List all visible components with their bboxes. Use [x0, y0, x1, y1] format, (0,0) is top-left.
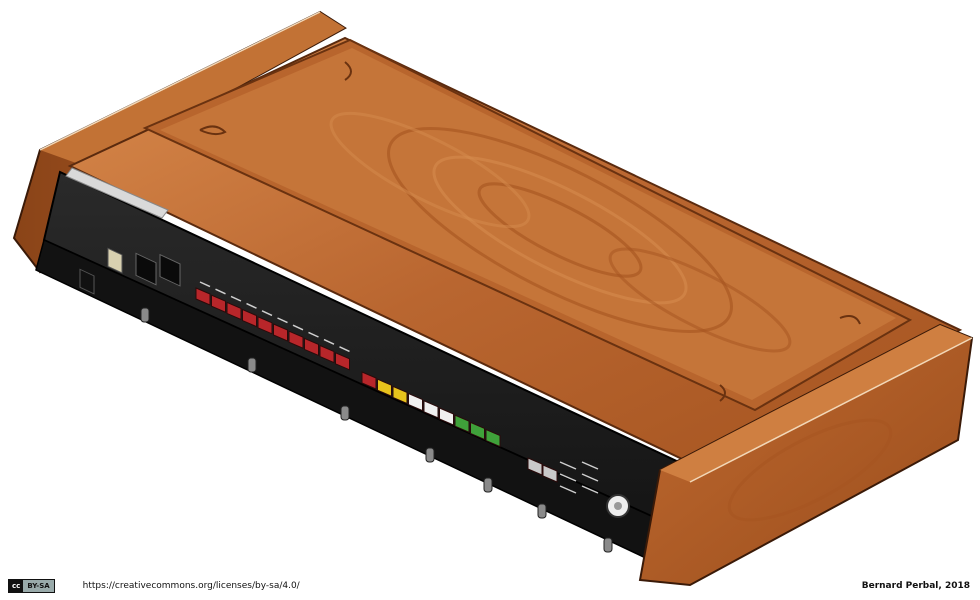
label-mark: [230, 295, 242, 302]
label-mark: [277, 317, 288, 324]
slider-knob[interactable]: [247, 357, 257, 373]
grey-button-row: [527, 457, 558, 483]
front-knobs: [140, 307, 613, 553]
grey-button[interactable]: [542, 464, 558, 483]
artist-credit: Bernard Perbal, 2018: [861, 581, 970, 591]
display-strip: [65, 167, 169, 219]
yellow-button[interactable]: [377, 378, 392, 397]
label-mark: [261, 310, 273, 317]
label-mark: [559, 485, 577, 494]
white-button[interactable]: [423, 400, 439, 419]
slider-knob[interactable]: [340, 405, 350, 421]
panel-markings: [199, 281, 599, 494]
slider-knob[interactable]: [140, 307, 150, 323]
license-footer: cc BY-SA https://creativecommons.org/lic…: [8, 577, 300, 595]
slider-knob[interactable]: [603, 537, 613, 553]
slider-knob[interactable]: [483, 477, 493, 493]
cc-license-badge[interactable]: cc BY-SA: [8, 579, 55, 593]
label-mark: [199, 281, 211, 288]
mode-switch[interactable]: [107, 247, 123, 274]
label-mark: [559, 461, 577, 470]
red-button[interactable]: [226, 301, 242, 321]
wooden-lid: [142, 38, 913, 412]
label-mark: [581, 485, 599, 494]
power-switch[interactable]: [79, 268, 95, 295]
right-end-cheek: [638, 323, 974, 587]
left-switches: [79, 247, 123, 295]
left-cheek-highlight: [39, 11, 321, 151]
red-button[interactable]: [257, 316, 273, 335]
red-button[interactable]: [319, 344, 335, 364]
label-mark: [323, 338, 335, 345]
red-button[interactable]: [361, 371, 377, 390]
yellow-button[interactable]: [392, 385, 408, 405]
grey-button[interactable]: [527, 457, 543, 476]
label-mark: [581, 461, 599, 470]
green-button[interactable]: [485, 428, 501, 448]
black-button-1[interactable]: [135, 252, 157, 286]
label-mark: [292, 324, 304, 331]
red-button[interactable]: [195, 287, 211, 306]
label-mark: [339, 346, 350, 353]
black-buttons: [135, 252, 181, 287]
slider-knob[interactable]: [537, 503, 547, 519]
red-button[interactable]: [304, 337, 319, 357]
license-url[interactable]: https://creativecommons.org/licenses/by-…: [82, 581, 300, 591]
slider-knob[interactable]: [425, 447, 435, 463]
label-mark: [559, 473, 577, 482]
volume-dial[interactable]: [606, 494, 630, 518]
red-button-row: [195, 287, 350, 371]
red-button[interactable]: [335, 352, 350, 371]
label-mark: [581, 473, 599, 482]
colored-button-row: [361, 371, 501, 448]
red-button[interactable]: [288, 330, 304, 349]
red-button[interactable]: [211, 294, 226, 313]
white-button[interactable]: [408, 392, 423, 412]
green-button[interactable]: [454, 414, 470, 433]
label-mark: [246, 302, 257, 309]
green-button[interactable]: [470, 421, 485, 441]
label-mark: [215, 288, 226, 295]
cc-badge-right: BY-SA: [23, 580, 54, 592]
white-button[interactable]: [439, 407, 454, 426]
cc-badge-left: cc: [9, 580, 24, 592]
red-button[interactable]: [242, 308, 257, 328]
label-mark: [308, 331, 319, 338]
red-button[interactable]: [273, 323, 288, 342]
black-button-2[interactable]: [159, 253, 181, 287]
